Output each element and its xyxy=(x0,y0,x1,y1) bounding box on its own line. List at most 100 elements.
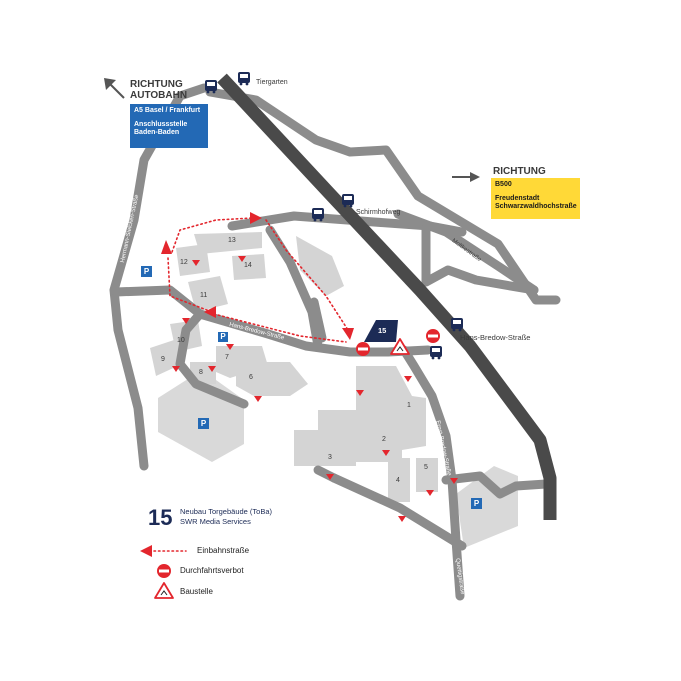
no-entry-sign-1 xyxy=(356,342,370,356)
building-label-4: 4 xyxy=(396,477,400,484)
road-loop-west xyxy=(175,309,249,409)
oneway-arrows xyxy=(161,212,458,522)
oneway-arrow-west xyxy=(161,240,172,254)
building-label-14: 14 xyxy=(244,262,252,269)
legend-construction-icon xyxy=(154,582,174,599)
parking-sign: P xyxy=(141,266,152,277)
bus-icon xyxy=(451,318,463,332)
autobahn-destination-box: A5 Basel / Frankfurt Anschlussstelle Bad… xyxy=(130,104,208,148)
bus-icon xyxy=(430,346,442,360)
building-extra-shape xyxy=(296,236,344,296)
building-15-shape xyxy=(364,320,398,342)
building-label-8: 8 xyxy=(199,369,203,376)
bus-icons xyxy=(205,72,463,360)
entrance-marker-11 xyxy=(450,478,458,484)
no-entry-sign-2 xyxy=(426,329,440,343)
bus-icon xyxy=(238,72,250,86)
building-label-11: 11 xyxy=(200,292,208,299)
entrance-marker-7 xyxy=(208,366,216,372)
road-connector-right xyxy=(421,223,539,295)
road-campus-inner xyxy=(265,225,323,351)
building-4-shape xyxy=(388,458,410,502)
legend-no-entry-label: Durchfahrtsverbot xyxy=(180,566,244,575)
b500-box-line1: B500 xyxy=(495,181,512,188)
legend-oneway-symbol xyxy=(140,545,187,557)
legend-building-line2: SWR Media Services xyxy=(180,516,251,526)
entrance-marker-14 xyxy=(404,376,412,382)
b500-destination-box: B500 Freudenstadt Schwarzwaldhochstraße xyxy=(491,178,580,219)
b500-box-line2: Freudenstadt xyxy=(495,194,540,202)
building-5-shape xyxy=(416,458,438,492)
b500-direction-label: RICHTUNG xyxy=(493,166,546,177)
direction-arrow-b500 xyxy=(452,172,480,182)
building-7-shape xyxy=(216,346,268,378)
building-1-shape xyxy=(356,366,426,462)
oneway-arrow-east xyxy=(342,328,354,340)
entrance-marker-13 xyxy=(192,260,200,266)
parking-sign: P xyxy=(218,332,228,342)
building-label-10: 10 xyxy=(177,337,185,344)
building-13-shape xyxy=(194,232,262,254)
main-diagonal-road xyxy=(217,73,557,520)
entrance-marker-3 xyxy=(326,474,334,480)
entrance-marker-5 xyxy=(426,490,434,496)
building-label-6: 6 xyxy=(249,374,253,381)
legend-building-line1: Neubau Torgebäude (ToBa) xyxy=(180,507,273,516)
building-label-7: 7 xyxy=(225,354,229,361)
building-label-1: 1 xyxy=(407,402,411,409)
street-label-tiergarten: Tiergarten xyxy=(256,79,288,86)
autobahn-box-line2: Anschlussstelle xyxy=(134,120,188,128)
legend-construction-label: Baustelle xyxy=(180,587,213,596)
entrance-marker-10 xyxy=(226,344,234,350)
parking-sign: P xyxy=(198,418,209,429)
bus-icon xyxy=(205,80,217,94)
building-label-3: 3 xyxy=(328,454,332,461)
building-label-15: 15 xyxy=(378,326,387,335)
road-south-east xyxy=(441,471,551,499)
autobahn-box-line1: A5 Basel / Frankfurt xyxy=(134,107,201,114)
direction-arrow-autobahn xyxy=(104,78,125,99)
building-2-shape xyxy=(294,410,356,466)
oneway-route-north xyxy=(171,217,253,253)
building-label-5: 5 xyxy=(424,464,428,471)
autobahn-label-line1: RICHTUNG xyxy=(130,79,183,90)
legend-building-number: 15 xyxy=(148,505,173,530)
oneway-route-east xyxy=(265,219,349,331)
legend-oneway-label: Einbahnstraße xyxy=(197,546,250,555)
legend-building-description: Neubau Torgebäude (ToBa) SWR Media Servi… xyxy=(180,507,272,526)
bus-icon xyxy=(312,208,324,222)
b500-box-line3: Schwarzwaldhochstraße xyxy=(495,203,577,210)
parking-area-right xyxy=(456,466,518,548)
legend-no-entry-icon xyxy=(157,564,171,578)
road-inner-small xyxy=(309,297,327,343)
autobahn-box-line3: Baden-Baden xyxy=(134,129,180,136)
bus-icon xyxy=(342,194,354,208)
road-hermann-branch xyxy=(111,285,205,319)
building-11-shape xyxy=(188,276,228,312)
road-schirmhofweg xyxy=(227,211,467,237)
entrance-marker-2 xyxy=(382,450,390,456)
oneway-route-west xyxy=(167,257,213,313)
building-label-12: 12 xyxy=(180,259,188,266)
autobahn-label-line2: AUTOBAHN xyxy=(130,90,188,101)
b500-label-line1: RICHTUNG xyxy=(493,166,546,177)
parking-sign: P xyxy=(471,498,482,509)
road-south xyxy=(329,473,467,551)
construction-sign-map xyxy=(390,338,410,355)
building-label-13: 13 xyxy=(228,237,236,244)
building-label-9: 9 xyxy=(161,356,165,363)
street-label-schirmhofweg: Schirmhofweg xyxy=(356,209,401,216)
building-14-shape xyxy=(232,254,266,280)
building-label-2: 2 xyxy=(382,436,386,443)
entrance-marker-9 xyxy=(182,318,190,324)
street-label-hans-bredow-right: Hans-Bredow-Straße xyxy=(460,333,531,342)
oneway-route xyxy=(167,217,349,343)
oneway-arrow-bredow xyxy=(204,306,216,318)
entrance-marker-8 xyxy=(172,366,180,372)
entrance-marker-1 xyxy=(356,390,364,396)
oneway-arrow-north xyxy=(250,212,262,224)
entrance-marker-12 xyxy=(238,256,246,262)
autobahn-direction-label: RICHTUNG AUTOBAHN xyxy=(130,79,187,101)
building-6-shape xyxy=(236,362,308,396)
